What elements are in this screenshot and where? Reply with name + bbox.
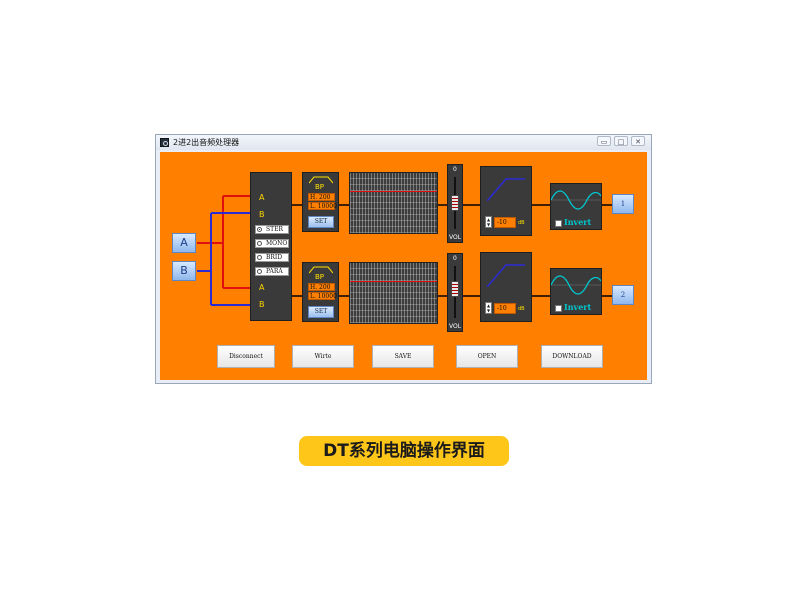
eq-graph-ch1[interactable] <box>349 172 438 234</box>
mode-option-ster[interactable]: STER <box>255 225 289 234</box>
mode-label: MONO <box>266 240 288 247</box>
volume-strip-ch2: 0 VOL <box>447 253 463 332</box>
invert-checkbox[interactable] <box>555 220 562 227</box>
output-2-button[interactable]: 2 <box>612 285 634 305</box>
threshold-stepper[interactable]: ▲▼ <box>485 302 492 314</box>
volume-label: VOL <box>449 234 462 241</box>
app-icon <box>160 138 169 147</box>
high-pass-field[interactable]: H. 200 <box>308 193 335 201</box>
compressor-curve-icon <box>487 178 525 201</box>
db-unit-label: dB <box>518 306 525 312</box>
bandpass-curve-icon <box>309 266 333 274</box>
filter-type-label: BP <box>315 183 325 191</box>
filter-set-button[interactable]: SET <box>308 306 334 318</box>
close-icon[interactable]: ✕ <box>631 136 645 146</box>
input-b-button[interactable]: B <box>172 261 196 281</box>
compressor-panel-ch1[interactable]: ▲▼ -10 dB <box>480 166 532 236</box>
volume-strip-ch1: 0 VOL <box>447 164 463 243</box>
save-button[interactable]: SAVE <box>372 345 434 368</box>
compressor-curve-icon <box>487 264 525 287</box>
input-a-button[interactable]: A <box>172 233 196 253</box>
low-pass-field[interactable]: L. 10000 <box>308 202 337 210</box>
signal-wiring <box>197 195 612 306</box>
window-title: 2进2出音频处理器 <box>173 138 240 147</box>
radio-icon <box>257 269 262 274</box>
threshold-field[interactable]: -10 <box>494 217 516 228</box>
caption-banner: DT系列电脑操作界面 <box>299 436 509 466</box>
volume-label: VOL <box>449 323 462 330</box>
route-ch2-b-label: B <box>259 300 265 309</box>
app-window: 2进2出音频处理器 ▭ □ ✕ <box>155 134 652 384</box>
open-button[interactable]: OPEN <box>456 345 518 368</box>
radio-icon <box>257 255 262 260</box>
filter-set-button[interactable]: SET <box>308 216 334 228</box>
eq-response-curve <box>350 281 437 282</box>
phase-panel-ch2: Invert <box>550 268 602 315</box>
route-ch1-a-label: A <box>259 193 265 202</box>
mode-label: PARA <box>266 268 283 275</box>
volume-max-label: 0 <box>453 166 457 173</box>
threshold-stepper[interactable]: ▲▼ <box>485 216 492 228</box>
invert-checkbox[interactable] <box>555 305 562 312</box>
eq-graph-ch2[interactable] <box>349 262 438 324</box>
minimize-icon[interactable]: ▭ <box>597 136 611 146</box>
mode-option-para[interactable]: PARA <box>255 267 289 276</box>
mode-label: STER <box>266 226 284 233</box>
output-1-button[interactable]: 1 <box>612 194 634 214</box>
compressor-panel-ch2[interactable]: ▲▼ -10 dB <box>480 252 532 322</box>
eq-response-curve <box>350 191 437 192</box>
phase-panel-ch1: Invert <box>550 183 602 230</box>
write-button[interactable]: Wirte <box>292 345 354 368</box>
client-area: A B A B STER MONO BRID PARA A B <box>160 152 647 380</box>
low-pass-field[interactable]: L. 10000 <box>308 292 337 300</box>
sine-wave-icon <box>551 275 601 295</box>
route-ch1-b-label: B <box>259 210 265 219</box>
radio-icon <box>257 241 262 246</box>
invert-label: Invert <box>564 217 592 227</box>
filter-panel-ch1[interactable]: BP H. 200 L. 10000 SET <box>302 172 339 232</box>
mode-option-brid[interactable]: BRID <box>255 253 289 262</box>
db-unit-label: dB <box>518 220 525 226</box>
title-bar[interactable]: 2进2出音频处理器 ▭ □ ✕ <box>156 135 651 150</box>
sine-wave-icon <box>551 190 601 210</box>
routing-panel: A B STER MONO BRID PARA A B <box>250 172 292 321</box>
maximize-icon[interactable]: □ <box>614 136 628 146</box>
filter-panel-ch2[interactable]: BP H. 200 L. 10000 SET <box>302 262 339 322</box>
bandpass-curve-icon <box>309 176 333 184</box>
mode-label: BRID <box>266 254 283 261</box>
volume-fader-knob[interactable] <box>451 281 459 297</box>
route-ch2-a-label: A <box>259 283 265 292</box>
volume-max-label: 0 <box>453 255 457 262</box>
invert-label: Invert <box>564 302 592 312</box>
download-button[interactable]: DOWNLOAD <box>541 345 603 368</box>
volume-fader-knob[interactable] <box>451 195 459 211</box>
disconnect-button[interactable]: Disconnect <box>217 345 275 368</box>
radio-selected-icon <box>257 227 262 232</box>
threshold-field[interactable]: -10 <box>494 303 516 314</box>
filter-type-label: BP <box>315 273 325 281</box>
high-pass-field[interactable]: H. 200 <box>308 283 335 291</box>
mode-option-mono[interactable]: MONO <box>255 239 289 248</box>
